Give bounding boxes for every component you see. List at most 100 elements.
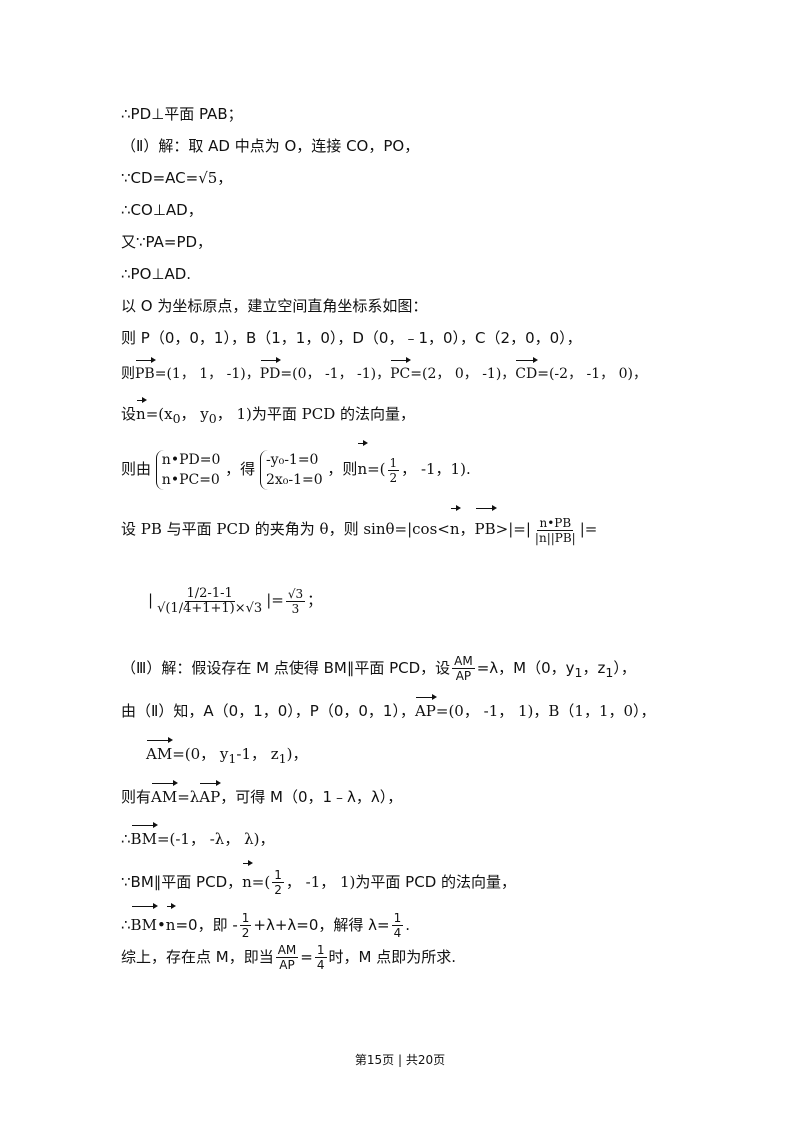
text: 设 PB 与平面 PCD 的夹角为 θ，则 sinθ=|cos< — [121, 520, 450, 538]
line-8: 则 P（0，0，1），B（1，1，0），D（0，﹣1，0），C（2，0，0）， — [121, 329, 582, 347]
vector-ap: AP — [199, 780, 222, 807]
numerator: n•PB — [537, 515, 574, 531]
denominator: AP — [455, 669, 472, 683]
text: 则 — [121, 366, 135, 382]
text: =λ，M（0，y — [476, 659, 575, 677]
text: ∵CD=AC= — [121, 169, 199, 187]
vector-n: n — [136, 397, 147, 424]
vector-n: n — [357, 440, 368, 491]
line-12: 设 PB 与平面 PCD 的夹角为 θ，则 sinθ=|cos<n，PB>|=|… — [121, 505, 598, 546]
vector-ap: AP — [415, 694, 437, 721]
line-2: （Ⅱ）解：取 AD 中点为 O，连接 CO，PO， — [121, 137, 420, 155]
text: =(x — [145, 405, 173, 423]
text: | — [148, 591, 154, 609]
vector-am: AM — [151, 780, 179, 807]
text: =(1， 1， -1)， — [154, 366, 260, 382]
numerator: 1 — [272, 868, 284, 883]
numerator: AM — [452, 654, 475, 669]
text: =(-2， -1， 0)， — [537, 366, 647, 382]
denominator: 3 — [291, 601, 300, 616]
text: =(0， -1， 1)，B（1，1，0）， — [435, 702, 656, 720]
text: =(2， 0， -1)， — [410, 366, 516, 382]
equation: 2x₀-1=0 — [265, 472, 323, 488]
text: ，z — [582, 659, 606, 677]
line-7: 以 O 为坐标原点，建立空间直角坐标系如图： — [121, 297, 428, 315]
line-10: 设n=(x0， y0， 1)为平面 PCD 的法向量， — [121, 397, 416, 429]
numerator: 1 — [314, 943, 327, 958]
vector-bm: BM — [131, 822, 159, 849]
vector-am: AM — [146, 737, 174, 764]
denominator: AP — [279, 958, 295, 972]
subscript: 1 — [278, 751, 287, 766]
line-15: 由（Ⅱ）知，A（0，1，0），P（0，0，1），AP=(0， -1， 1)，B（… — [121, 694, 656, 721]
fraction: n•PB|n||PB| — [533, 516, 578, 545]
text: ， y — [180, 405, 209, 423]
subscript: 1 — [574, 665, 583, 680]
denominator: 4 — [393, 926, 402, 940]
numerator: 1 — [239, 911, 252, 926]
subscript: 1 — [228, 751, 237, 766]
vector-bm: BM — [131, 903, 159, 940]
denominator: 2 — [274, 883, 282, 897]
text: 由（Ⅱ）知，A（0，1，0），P（0，0，1）， — [121, 702, 415, 720]
text: 则由 — [121, 460, 152, 478]
text: ∴ — [121, 916, 131, 934]
text: ，得 — [225, 460, 256, 478]
vector-pd: PD — [260, 357, 282, 384]
text: ； — [307, 591, 323, 609]
text: ， — [459, 520, 475, 538]
vector-pb: PB — [135, 357, 156, 384]
subscript: 1 — [605, 665, 614, 680]
text: ，则 — [327, 460, 358, 478]
text: ，可得 M（0，1﹣λ，λ）， — [220, 788, 403, 806]
equation: -y₀-1=0 — [265, 452, 319, 468]
text: = — [300, 948, 313, 966]
numerator: √3 — [285, 586, 306, 602]
line-4: ∴CO⊥AD， — [121, 201, 203, 219]
denominator: |n||PB| — [534, 530, 576, 545]
text: =( — [367, 460, 386, 478]
subscript: 0 — [172, 411, 181, 426]
text: . — [405, 916, 411, 934]
text: ）， — [613, 659, 636, 677]
denominator: √(1/4+1+1)×√3 — [157, 600, 263, 616]
line-5: 又∵PA=PD， — [121, 233, 213, 251]
text: 为平面 PCD 的法向量， — [251, 405, 416, 423]
text: 综上，存在点 M，即当 — [121, 948, 274, 966]
vector-n: n — [166, 903, 177, 940]
equation-system-2: -y₀-1=0 2x₀-1=0 — [259, 450, 323, 490]
text: 则有 — [121, 788, 152, 806]
equation: n•PC=0 — [161, 472, 220, 488]
sqrt-5: √5 — [198, 169, 218, 187]
text: |= — [579, 520, 598, 538]
text: =( — [251, 873, 271, 891]
text: -1， z — [236, 745, 279, 763]
line-1: ∴PD⊥平面 PAB； — [121, 105, 243, 123]
text: • — [156, 916, 166, 934]
line-18: ∴BM=(-1， -λ， λ)， — [121, 822, 274, 849]
line-3: ∵CD=AC=√5， — [121, 168, 232, 188]
fraction: 1/2-1-1√(1/4+1+1)×√3 — [155, 586, 264, 616]
vector-n: n — [450, 505, 461, 546]
numerator: 1 — [391, 911, 404, 926]
text: =(0， -1， -1)， — [280, 366, 391, 382]
vector-pc: PC — [390, 357, 412, 384]
subscript: 0 — [208, 411, 217, 426]
numerator: 1 — [387, 455, 400, 471]
text: =λ — [177, 788, 200, 806]
line-17: 则有AM=λAP，可得 M（0，1﹣λ，λ）， — [121, 780, 403, 807]
numerator: AM — [275, 943, 299, 958]
text: 设 — [121, 405, 137, 423]
text: =0，即 - — [175, 916, 238, 934]
text: （Ⅲ）解：假设存在 M 点使得 BM∥平面 PCD，设 — [121, 659, 451, 677]
text: ， — [217, 169, 233, 187]
